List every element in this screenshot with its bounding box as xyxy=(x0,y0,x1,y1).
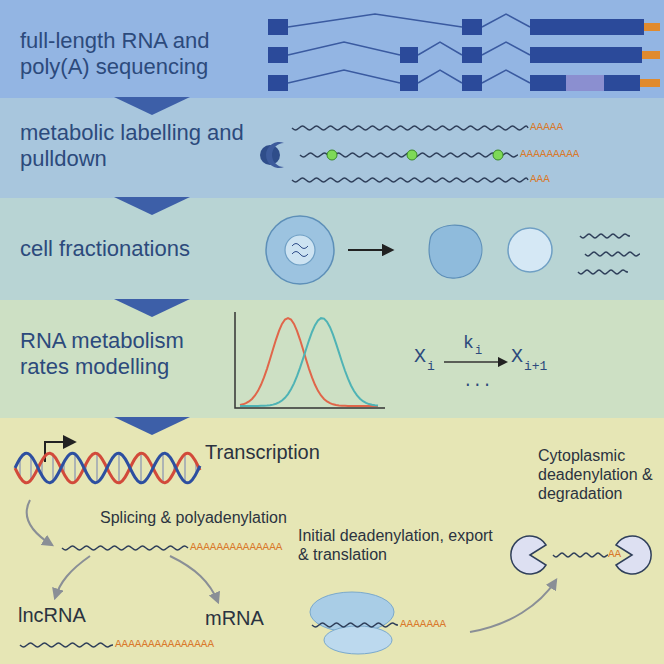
polya-tail: AAAAAAAAAAAAAA xyxy=(190,541,282,553)
dna-strand xyxy=(15,453,200,483)
base-pair xyxy=(140,452,142,484)
exon-block xyxy=(462,47,482,63)
step-band: RNA metabolism rates modelling xyxy=(0,300,664,418)
polya-tail: AAAAAAAAA xyxy=(520,148,579,160)
formula-ellipsis: ... xyxy=(463,374,492,392)
rna-strands xyxy=(20,126,640,647)
process-label: Initial deadenylation, export & translat… xyxy=(298,526,493,564)
polya-tail: AAAAAAA xyxy=(400,618,446,630)
intron-line xyxy=(418,42,462,55)
step-arrow xyxy=(114,299,190,317)
intron-line xyxy=(482,42,530,55)
alt-exon xyxy=(566,75,604,91)
process-label: Splicing & polyadenylation xyxy=(100,508,310,527)
intron-line xyxy=(418,70,462,83)
polya-tail: AAAAAAAAAAAAAAA xyxy=(115,638,214,650)
process-label: mRNA xyxy=(205,606,295,630)
rna-strand xyxy=(62,546,188,550)
utr-tail xyxy=(642,51,660,59)
formula-symbol: X xyxy=(414,346,426,368)
utr-tail xyxy=(640,79,660,87)
intron-line xyxy=(482,70,530,83)
flow-arrows xyxy=(27,500,556,632)
exon-block xyxy=(400,75,418,91)
cell-fractionation xyxy=(266,216,552,284)
step-heading: RNA metabolism rates modelling xyxy=(20,328,225,381)
step-arrow xyxy=(114,417,190,435)
polya-tail: AAAAA xyxy=(530,121,563,133)
base-pair xyxy=(74,453,76,483)
base-pair xyxy=(162,452,164,483)
rna-strand xyxy=(585,252,640,256)
gene-isoforms xyxy=(268,14,660,91)
intron-line xyxy=(288,14,462,27)
step-heading: full-length RNA and poly(A) sequencing xyxy=(20,28,255,81)
rna-strand xyxy=(578,270,628,274)
rna-strand xyxy=(292,126,528,130)
exon-block xyxy=(530,75,640,91)
base-pair xyxy=(52,454,54,482)
exon-block xyxy=(462,75,482,91)
formula-subscript: i xyxy=(427,360,435,374)
exon-block xyxy=(268,19,288,35)
rna-strand xyxy=(580,234,630,238)
intron-line xyxy=(288,42,400,55)
rna-strand xyxy=(312,623,398,627)
formula-symbol: k xyxy=(463,334,474,354)
utr-tail xyxy=(644,23,660,31)
exon-block xyxy=(462,19,482,35)
biotin-streptavidin xyxy=(260,142,284,168)
dna-strand xyxy=(15,453,200,483)
intron-line xyxy=(482,14,530,27)
exon-block xyxy=(400,47,418,63)
base-pair xyxy=(96,452,98,483)
exonucleases xyxy=(511,536,651,574)
rna-strand xyxy=(20,643,113,647)
process-label: lncRNA xyxy=(18,603,118,627)
label-dots xyxy=(327,150,503,160)
process-label: Transcription xyxy=(205,440,365,464)
step-heading: metabolic labelling and pulldown xyxy=(20,120,255,173)
formula-subscript: i+1 xyxy=(524,360,547,374)
base-pair xyxy=(184,453,186,483)
polya-tail: AAA xyxy=(530,173,550,185)
base-pair xyxy=(118,452,120,484)
exon-block xyxy=(268,75,288,91)
step-heading: cell fractionations xyxy=(20,236,255,262)
intron-line xyxy=(288,70,400,83)
step-arrow xyxy=(114,97,190,115)
exon-block xyxy=(530,47,642,63)
step-arrow xyxy=(114,197,190,215)
exon-block xyxy=(268,47,288,63)
exon-block xyxy=(530,19,644,35)
polya-tail: AA xyxy=(608,548,621,560)
formula-symbol: X xyxy=(511,346,523,368)
rna-strand xyxy=(292,178,528,182)
dna-helix xyxy=(15,442,200,484)
process-label: Cytoplasmic deadenylation & degradation xyxy=(538,446,662,504)
distribution-plot xyxy=(235,312,506,408)
rna-strand xyxy=(553,553,608,557)
formula-subscript: i xyxy=(475,345,482,358)
